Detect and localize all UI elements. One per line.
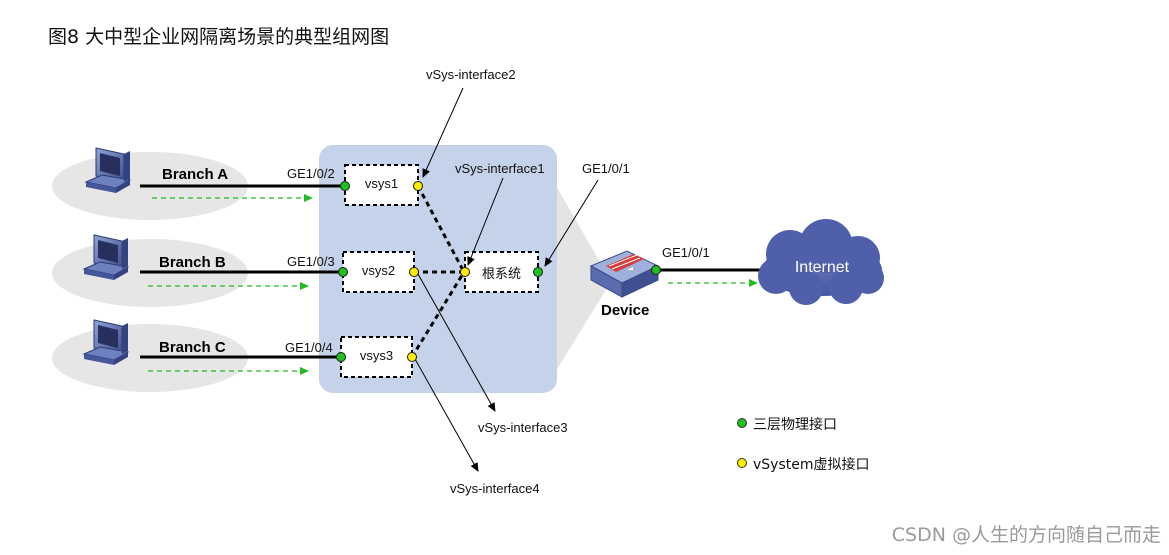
vsys2-label: vsys2	[361, 263, 396, 278]
ge102-port-dot	[340, 181, 350, 191]
callout-vsys-if4	[414, 358, 479, 472]
internet-cloud-icon	[758, 219, 884, 305]
vsys3-label: vsys3	[359, 348, 394, 363]
device-uplink-label: GE1/0/1	[662, 245, 710, 260]
vsys1-root-link	[416, 185, 466, 273]
legend-green-dot-icon	[737, 418, 747, 428]
callout-vsys-if1	[467, 177, 504, 266]
branch-a-label: Branch A	[162, 166, 229, 183]
vsys-interface3-label: vSys-interface3	[478, 420, 568, 435]
legend-virtual-label: vSystem虚拟接口	[753, 457, 870, 473]
firewall-device-icon	[589, 250, 660, 298]
legend-virtual: vSystem虚拟接口	[737, 454, 870, 474]
watermark: CSDN @人生的方向随自己而走	[891, 524, 1161, 546]
branch-b-label: Branch B	[159, 254, 226, 271]
ge102-label: GE1/0/2	[287, 166, 335, 181]
branch-b-pc-icon	[82, 234, 130, 280]
ge103-label: GE1/0/3	[287, 254, 335, 269]
internet-label: Internet	[794, 259, 850, 276]
root-uplink-port-dot	[533, 267, 543, 277]
callout-vsys-if2	[422, 87, 464, 178]
callout-vsys-if3	[417, 273, 496, 412]
vsys1-virtual-port-dot	[413, 181, 423, 191]
zoom-cone	[540, 158, 612, 384]
root-virtual-port-dot	[460, 267, 470, 277]
device-label: Device	[601, 302, 650, 319]
root-system-label: 根系统	[481, 266, 521, 281]
vsys-interface1-label: vSys-interface1	[455, 161, 545, 176]
branch-c-label: Branch C	[159, 339, 226, 356]
legend-physical: 三层物理接口	[737, 414, 837, 434]
legend-physical-label: 三层物理接口	[753, 417, 837, 433]
vsys-interface2-label: vSys-interface2	[426, 67, 516, 82]
ge104-label: GE1/0/4	[285, 340, 333, 355]
vsys3-root-link	[410, 271, 466, 358]
uplink-callout-label: GE1/0/1	[582, 161, 630, 176]
ge104-port-dot	[336, 352, 346, 362]
device-container	[319, 145, 557, 393]
device-uplink-port-dot	[651, 265, 661, 275]
vsys-interface4-label: vSys-interface4	[450, 481, 540, 496]
callout-uplink	[544, 179, 599, 267]
vsys3-virtual-port-dot	[407, 352, 417, 362]
diagram-title: 图8 大中型企业网隔离场景的典型组网图	[48, 26, 390, 48]
legend-yellow-dot-icon	[737, 458, 747, 468]
ge103-port-dot	[338, 267, 348, 277]
branch-c-pc-icon	[82, 319, 130, 365]
vsys1-label: vsys1	[364, 176, 399, 191]
vsys2-box	[342, 251, 415, 293]
branch-a-pc-icon	[84, 147, 132, 193]
vsys2-virtual-port-dot	[409, 267, 419, 277]
